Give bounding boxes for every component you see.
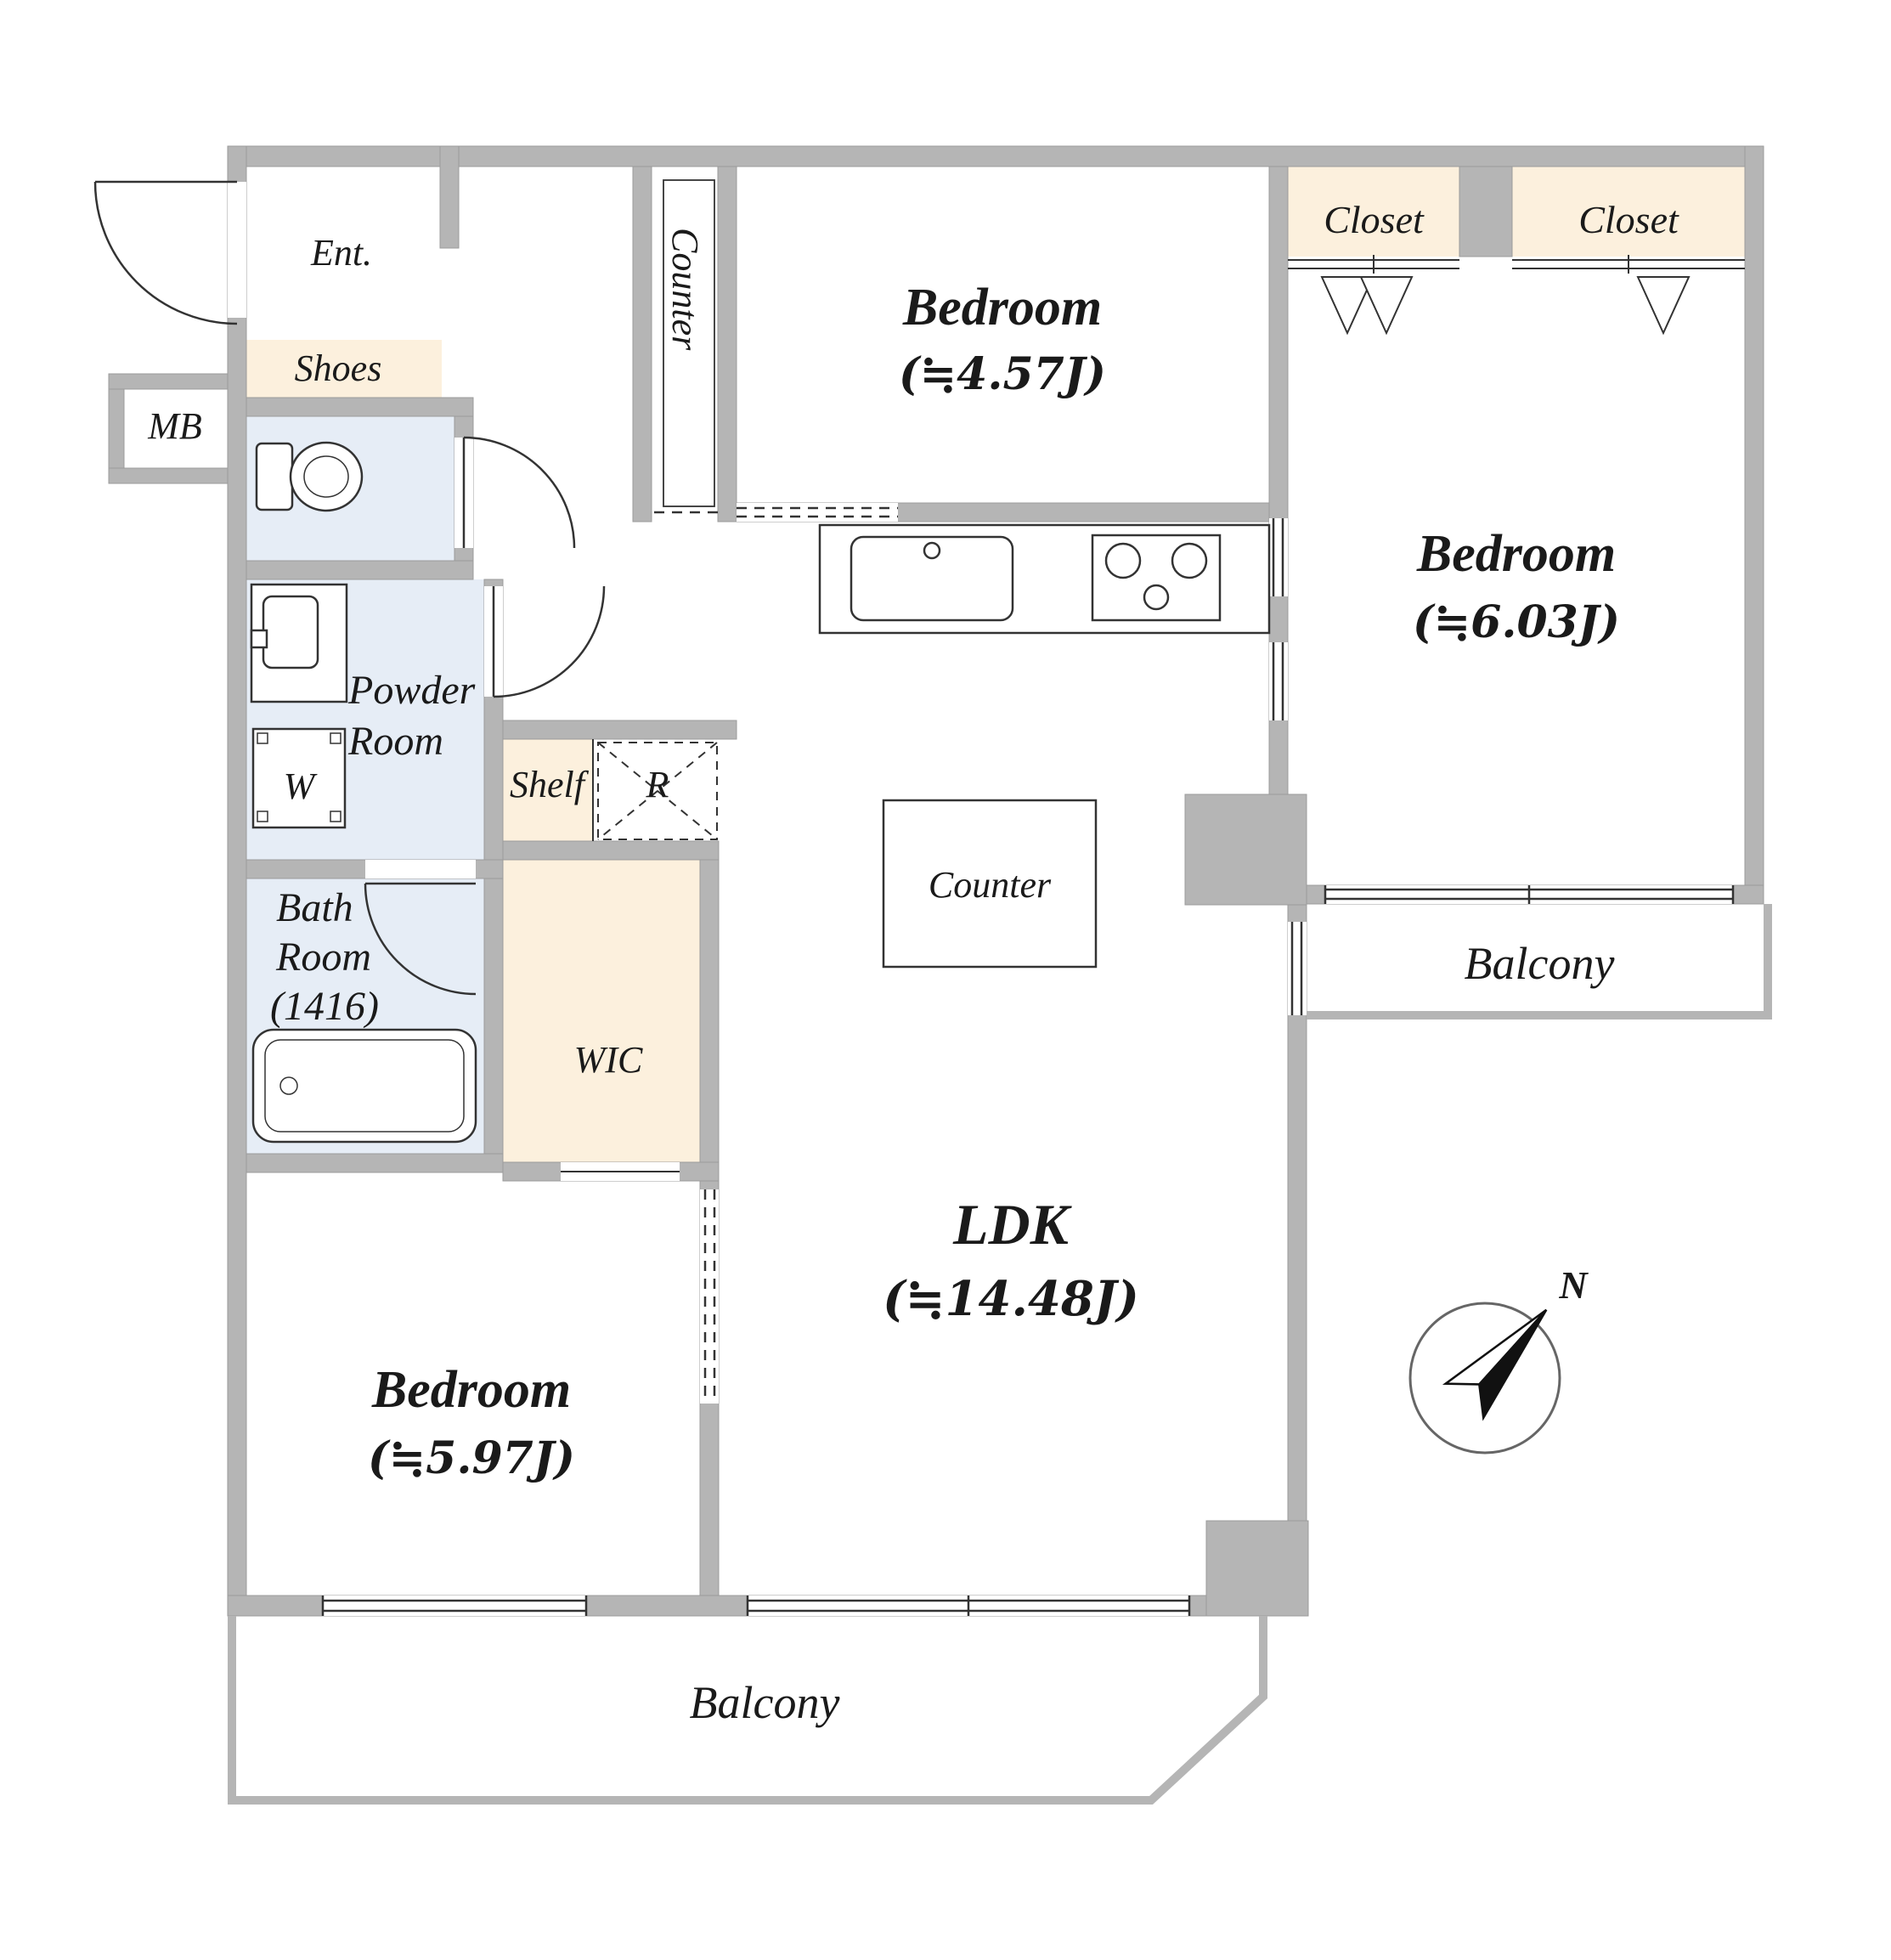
label-ldk: LDK (952, 1192, 1073, 1257)
shoes-area (246, 340, 442, 398)
label-bath-room-2: Room (275, 935, 371, 980)
compass-circle (1408, 1302, 1561, 1454)
label-powder-room-1: Powder (347, 668, 476, 713)
window-bedroom-south (321, 1596, 588, 1616)
window-bedroom-east (1324, 885, 1735, 904)
label-closet-right: Closet (1578, 198, 1679, 241)
balcony-south-outline (228, 1616, 1267, 1805)
island-counter-icon (882, 799, 1098, 969)
label-entrance: Ent. (310, 232, 372, 274)
closet-front-lines (1288, 255, 1745, 274)
compass-north-label: N (1558, 1263, 1589, 1307)
windows-and-openings (228, 182, 1735, 1616)
label-bedroom-south-size: (≒5.97J) (368, 1432, 575, 1484)
sliding-door-bedroom-east (1269, 518, 1288, 720)
label-powder-room-2: Room (347, 719, 443, 764)
entrance-door (93, 180, 238, 325)
powder-room-door (492, 585, 606, 698)
shelf-area (503, 739, 593, 841)
window-ldk-east (1288, 922, 1307, 1015)
sliding-door-bedroom-south (700, 1189, 719, 1404)
sliding-door-bedroom-north (654, 503, 898, 522)
compass-needle-dark (1477, 1308, 1548, 1421)
doors (93, 180, 606, 996)
wic-area (503, 860, 700, 1162)
label-bedroom-north-size: (≒4.57J) (899, 348, 1106, 400)
refrigerator-space-icon (597, 742, 718, 840)
toilet-icon (255, 441, 364, 512)
label-bath-room-1: Bath (276, 885, 353, 930)
labels: Ent. Shoes MB Powder Room W Bath Room (1… (147, 198, 1679, 1728)
window-ldk-south (746, 1596, 1191, 1616)
hall-counter-icon (663, 179, 715, 507)
label-ldk-size: (≒14.48J) (883, 1271, 1139, 1327)
closet-left-area (1288, 167, 1459, 257)
balcony-outlines (228, 904, 1772, 1805)
closet-right-area (1512, 167, 1745, 257)
label-balcony-south: Balcony (690, 1677, 840, 1728)
label-hall-counter: Counter (664, 228, 706, 351)
label-bedroom-east: Bedroom (1416, 525, 1616, 583)
label-shelf: Shelf (510, 764, 590, 805)
label-bath-room-3: (1416) (270, 984, 379, 1029)
label-refrigerator: R (646, 764, 669, 805)
washing-machine-icon (251, 727, 347, 829)
label-bedroom-south: Bedroom (371, 1361, 571, 1419)
label-balcony-east: Balcony (1465, 938, 1615, 989)
fixtures (250, 179, 1745, 1144)
bathtub-icon (251, 1028, 477, 1144)
bath-room-door (364, 882, 477, 996)
label-bedroom-east-size: (≒6.03J) (1413, 596, 1620, 648)
kitchen-counter-icon (818, 523, 1271, 635)
label-wic: WIC (574, 1039, 643, 1081)
meter-box-area (124, 389, 228, 468)
label-closet-left: Closet (1324, 198, 1425, 241)
label-meter-box: MB (147, 405, 202, 447)
balcony-east-outline (1307, 904, 1772, 1020)
toilet-door (462, 436, 576, 549)
hanger-icons (1320, 276, 1691, 336)
label-island-counter: Counter (929, 864, 1052, 906)
label-bedroom-north: Bedroom (902, 279, 1102, 336)
label-washer: W (284, 765, 318, 807)
wic-opening (561, 1162, 680, 1181)
compass: N (1408, 1263, 1589, 1454)
vanity-sink-icon (250, 583, 348, 703)
label-shoes: Shoes (295, 347, 382, 389)
